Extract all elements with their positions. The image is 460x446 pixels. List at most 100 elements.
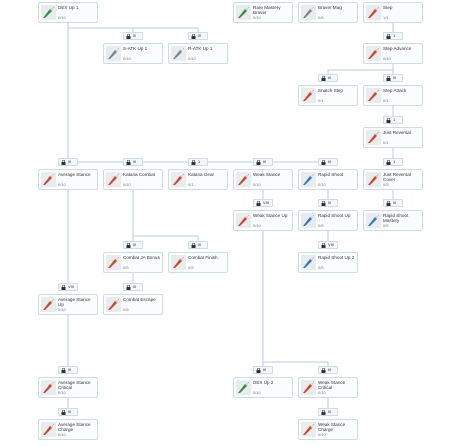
requirement-level: VIII xyxy=(68,284,75,289)
requirement-level: III xyxy=(328,159,332,164)
skill-node-dex-up-2[interactable]: DEX Up 2 0/10 xyxy=(233,377,293,398)
skill-progress: 0/10 xyxy=(58,307,66,312)
skill-progress: 0/10 xyxy=(123,56,131,61)
katana-combat-icon xyxy=(106,172,121,187)
lock-icon xyxy=(191,33,196,41)
requirement-level: III xyxy=(68,367,72,372)
requirement-level: III xyxy=(133,242,137,247)
skill-name: DEX Up 1 xyxy=(58,5,79,10)
skill-name: Braver Mag xyxy=(318,5,342,10)
skill-progress: 0/1 xyxy=(383,98,389,103)
requirement-level: III xyxy=(328,75,332,80)
skill-name: R-ATK Up 1 xyxy=(188,46,213,51)
combat-escape-icon xyxy=(106,297,121,312)
requirement-tag: III xyxy=(253,366,273,374)
skill-name: Average Stance xyxy=(58,172,91,177)
requirement-level: III xyxy=(133,284,137,289)
requirement-tag: 1 xyxy=(188,158,208,166)
requirement-level: 1 xyxy=(393,33,396,38)
requirement-tag: III xyxy=(188,32,208,40)
requirement-level: III xyxy=(393,75,397,80)
skill-name: Rapid Shoot Up 2 xyxy=(318,255,355,260)
step-advance-icon xyxy=(366,46,381,61)
requirement-tag: III xyxy=(188,241,208,249)
requirement-tag: III xyxy=(58,408,78,416)
requirement-level: III xyxy=(68,409,72,414)
skill-name: S-ATK Up 1 xyxy=(123,46,148,51)
weak-stance-charge-icon xyxy=(301,422,316,437)
requirement-level: III xyxy=(133,33,137,38)
skill-node-r-atk-up-1[interactable]: R-ATK Up 1 0/10 xyxy=(168,43,228,64)
skill-progress: 0/5 xyxy=(188,265,194,270)
lock-icon xyxy=(386,117,391,125)
lock-icon xyxy=(126,33,131,41)
skill-progress: 0/10 xyxy=(253,182,261,187)
skill-progress: 0/10 xyxy=(58,15,66,20)
lock-icon xyxy=(191,242,196,250)
skill-node-s-atk-up-1[interactable]: S-ATK Up 1 0/10 xyxy=(103,43,163,64)
average-stance-charge-icon xyxy=(41,422,56,437)
requirement-tag: III xyxy=(253,158,273,166)
skill-node-step-advance[interactable]: Step Advance 0/10 xyxy=(363,43,423,64)
skill-progress: 0/5 xyxy=(383,182,389,187)
lock-icon xyxy=(321,367,326,375)
requirement-tag: III xyxy=(318,74,338,82)
skill-name: Step Advance xyxy=(383,46,412,51)
dex-icon xyxy=(41,5,56,20)
just-reversal-icon xyxy=(366,130,381,145)
skill-name: Snatch Step xyxy=(318,88,344,93)
average-stance-critical-icon xyxy=(41,380,56,395)
lock-icon xyxy=(386,200,391,208)
requirement-level: III xyxy=(393,200,397,205)
skill-node-dex-up-1[interactable]: DEX Up 1 0/10 xyxy=(38,2,98,23)
braver-mag-icon xyxy=(301,5,316,20)
skill-name: Rare Mastery Braver xyxy=(253,5,281,15)
lock-icon xyxy=(61,409,66,417)
lock-icon xyxy=(61,367,66,375)
combat-finish-icon xyxy=(171,255,186,270)
lock-icon xyxy=(191,159,196,167)
requirement-tag: VIII xyxy=(318,241,338,249)
skill-progress: 0/10 xyxy=(253,390,261,395)
just-reversal-cover-icon xyxy=(366,172,381,187)
skill-progress: 0/5 xyxy=(318,265,324,270)
skill-progress: 0/10 xyxy=(383,56,391,61)
skill-node-rapid-shoot-up-2[interactable]: Rapid Shoot Up 2 0/5 xyxy=(298,252,358,273)
requirement-tag: III xyxy=(123,32,143,40)
lock-icon xyxy=(386,33,391,41)
skill-progress: 1/1 xyxy=(383,15,389,20)
requirement-level: VIII xyxy=(263,200,270,205)
skill-name: DEX Up 2 xyxy=(253,380,274,385)
skill-progress: 0/10 xyxy=(188,56,196,61)
skill-progress: 0/10 xyxy=(253,223,261,228)
skill-node-step-attack[interactable]: Step Attack 0/1 xyxy=(363,85,423,106)
skill-name: Just Reversal Cover xyxy=(383,172,411,182)
average-stance-up-icon xyxy=(41,297,56,312)
weak-stance-up-icon xyxy=(236,213,251,228)
skill-name: Step Attack xyxy=(383,88,407,93)
combat-ja-icon xyxy=(106,255,121,270)
